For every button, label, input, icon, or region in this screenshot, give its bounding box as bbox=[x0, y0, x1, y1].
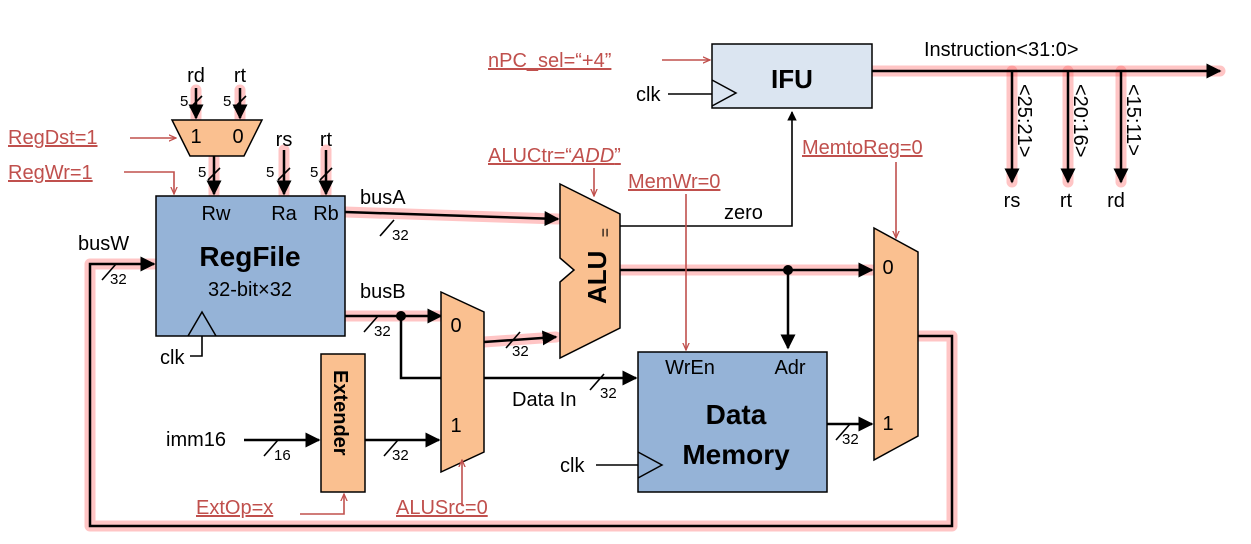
svg-text:1: 1 bbox=[882, 413, 893, 435]
data-memory-title-1: Data bbox=[706, 399, 767, 430]
svg-text:5: 5 bbox=[198, 164, 206, 181]
aluctr-control: ALUCtr=“ADD” bbox=[488, 145, 621, 167]
svg-text:32: 32 bbox=[392, 447, 409, 464]
regwr-control: RegWr=1 bbox=[8, 162, 93, 184]
alu-block: ALU = zero ALUCtr=“ADD” bbox=[488, 111, 874, 360]
regfile-block: rs rt 5 5 Rw Ra Rb RegFile 32-bit×32 clk bbox=[155, 129, 346, 369]
svg-text:0: 0 bbox=[232, 126, 243, 148]
data-memory-block: WrEn Adr Data Memory clk Data In 32 32 bbox=[512, 351, 874, 493]
svg-text:Ra: Ra bbox=[271, 203, 297, 225]
regfile-title: RegFile bbox=[199, 241, 300, 272]
extender-box bbox=[320, 353, 366, 493]
data-in-wire bbox=[399, 316, 638, 386]
field-bits-rs: <25:21> bbox=[1013, 84, 1035, 157]
extender-block: Extender imm16 16 32 ExtOp=x bbox=[166, 353, 441, 519]
ifu-label: IFU bbox=[771, 64, 813, 94]
field-bits-rt: <20:16> bbox=[1069, 84, 1091, 157]
memtoreg-mux: 0 1 MemtoReg=0 bbox=[802, 137, 923, 462]
regdst-mux-shape bbox=[170, 119, 264, 157]
regdst-mux: rd rt 5 5 1 0 5 bbox=[170, 65, 264, 196]
svg-text:5: 5 bbox=[266, 164, 274, 181]
busa-wire bbox=[344, 210, 560, 227]
field-name-rs: rs bbox=[1004, 190, 1021, 212]
extop-control: ExtOp=x bbox=[196, 497, 273, 519]
svg-text:32: 32 bbox=[392, 227, 409, 244]
svg-text:WrEn: WrEn bbox=[665, 357, 715, 379]
svg-text:1: 1 bbox=[190, 126, 201, 148]
svg-text:32: 32 bbox=[600, 385, 617, 402]
svg-text:5: 5 bbox=[310, 164, 318, 181]
svg-text:5: 5 bbox=[223, 93, 231, 110]
svg-text:1: 1 bbox=[450, 415, 461, 437]
busb-label: busB bbox=[360, 281, 406, 303]
zero-label: zero bbox=[724, 202, 763, 224]
svg-text:0: 0 bbox=[450, 315, 461, 337]
alu-shape bbox=[559, 182, 621, 360]
data-memory-title-2: Memory bbox=[682, 439, 790, 470]
field-bits-rd: <15:11> bbox=[1122, 84, 1144, 156]
ifu-block: IFU nPC_sel=“+4” clk Instruction<31:0> bbox=[488, 39, 1222, 109]
svg-text:Rw: Rw bbox=[202, 203, 231, 225]
regfile-box bbox=[155, 195, 346, 337]
regfile-rs-label: rs bbox=[276, 129, 293, 151]
busa-label: busA bbox=[360, 187, 406, 209]
regfile-clock-triangle bbox=[187, 310, 217, 337]
regdst-control: RegDst=1 bbox=[8, 127, 98, 149]
ifu-clk-label: clk bbox=[636, 84, 661, 106]
svg-text:5: 5 bbox=[180, 93, 188, 110]
regdst-rt-label: rt bbox=[234, 65, 247, 87]
svg-text:32: 32 bbox=[512, 343, 529, 360]
data-memory-box bbox=[637, 351, 828, 493]
regfile-rt-label: rt bbox=[320, 129, 333, 151]
svg-text:0: 0 bbox=[882, 257, 893, 279]
field-name-rd: rd bbox=[1107, 190, 1125, 212]
svg-text:Rb: Rb bbox=[313, 203, 339, 225]
alu-label: ALU bbox=[582, 251, 612, 304]
ifu-box bbox=[711, 43, 873, 109]
alu-eq: = bbox=[596, 228, 613, 237]
svg-text:16: 16 bbox=[274, 447, 291, 464]
svg-text:32: 32 bbox=[110, 271, 127, 288]
extender-label: Extender bbox=[329, 370, 351, 456]
instruction-fields: <25:21> <20:16> <15:11> rs rt rd bbox=[1004, 71, 1144, 212]
busw-label: busW bbox=[78, 233, 129, 255]
svg-text:32: 32 bbox=[374, 323, 391, 340]
memwr-control: MemWr=0 bbox=[628, 171, 720, 193]
memtoreg-control: MemtoReg=0 bbox=[802, 137, 923, 159]
data-memory-clock-triangle bbox=[637, 451, 664, 479]
svg-text:32: 32 bbox=[842, 431, 859, 448]
imm16-label: imm16 bbox=[166, 429, 226, 451]
regfile-clk-label: clk bbox=[160, 347, 185, 369]
ifu-clock-triangle bbox=[711, 79, 738, 107]
data-in-label: Data In bbox=[512, 389, 576, 411]
regdst-rd-label: rd bbox=[187, 65, 205, 87]
svg-text:Adr: Adr bbox=[774, 357, 805, 379]
zero-wire bbox=[620, 111, 797, 227]
alusrc-mux-shape bbox=[440, 290, 485, 474]
field-name-rt: rt bbox=[1060, 190, 1073, 212]
regfile-subtitle: 32-bit×32 bbox=[208, 279, 292, 301]
busw-feedback-wire bbox=[88, 256, 954, 528]
alusrc-mux: 0 1 32 ALUSrc=0 bbox=[396, 290, 558, 519]
svg-text:clk: clk bbox=[560, 455, 585, 477]
alusrc-control: ALUSrc=0 bbox=[396, 497, 488, 519]
instruction-label: Instruction<31:0> bbox=[924, 39, 1079, 61]
npc-sel-control: nPC_sel=“+4” bbox=[488, 50, 611, 72]
memtoreg-mux-shape bbox=[873, 226, 919, 462]
